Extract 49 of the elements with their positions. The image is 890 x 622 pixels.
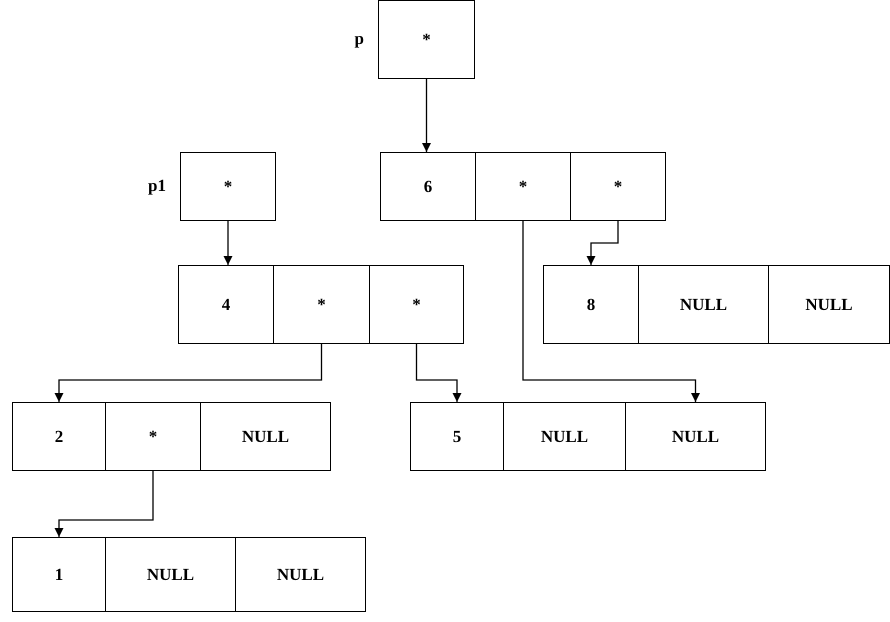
cell-value: * [148, 426, 158, 446]
list-cell [12, 402, 106, 471]
list-cell [178, 265, 274, 344]
cell-value: 8 [586, 294, 596, 314]
list-cell [105, 402, 201, 471]
arrow [54, 344, 322, 402]
cell-value: 6 [424, 176, 432, 196]
arrow [522, 221, 700, 402]
list-cell [235, 537, 366, 612]
list-cell [380, 152, 476, 221]
cell-value: NULL [680, 294, 728, 314]
list-cell [12, 537, 106, 612]
pointer-name: p [354, 28, 364, 48]
list-cell [273, 265, 370, 344]
list-cell [503, 402, 626, 471]
pointer-cell [378, 0, 475, 79]
arrow [54, 471, 154, 537]
list-cell [475, 152, 571, 221]
cell-value: * [614, 176, 622, 196]
cell-value: NULL [242, 426, 290, 446]
list-cell [768, 265, 890, 344]
cell-value: NULL [672, 426, 720, 446]
list-cell [369, 265, 464, 344]
cell-value: NULL [540, 426, 588, 446]
cell-value: NULL [146, 564, 194, 584]
list-cell [638, 265, 769, 344]
list-cell [105, 537, 236, 612]
cell-value: NULL [276, 564, 324, 584]
pointer-name: p1 [148, 176, 166, 196]
cell-value: * [518, 176, 528, 196]
arrow [422, 79, 431, 152]
arrow [224, 221, 232, 265]
list-cell [543, 265, 639, 344]
cell-value: NULL [805, 294, 853, 314]
list-cell [625, 402, 766, 471]
arrow [586, 221, 619, 265]
cell-value: * [224, 176, 232, 196]
arrow [416, 344, 462, 402]
list-cell [570, 152, 666, 221]
list-cell [200, 402, 331, 471]
cell-value: 2 [54, 426, 64, 446]
cell-value: * [317, 294, 326, 314]
cell-value: 1 [54, 564, 64, 584]
list-cell [410, 402, 504, 471]
cell-value: 5 [452, 426, 462, 446]
pointer-cell [180, 152, 276, 221]
cell-value: * [422, 30, 431, 50]
cell-value: 4 [222, 294, 230, 314]
cell-value: * [412, 294, 421, 314]
